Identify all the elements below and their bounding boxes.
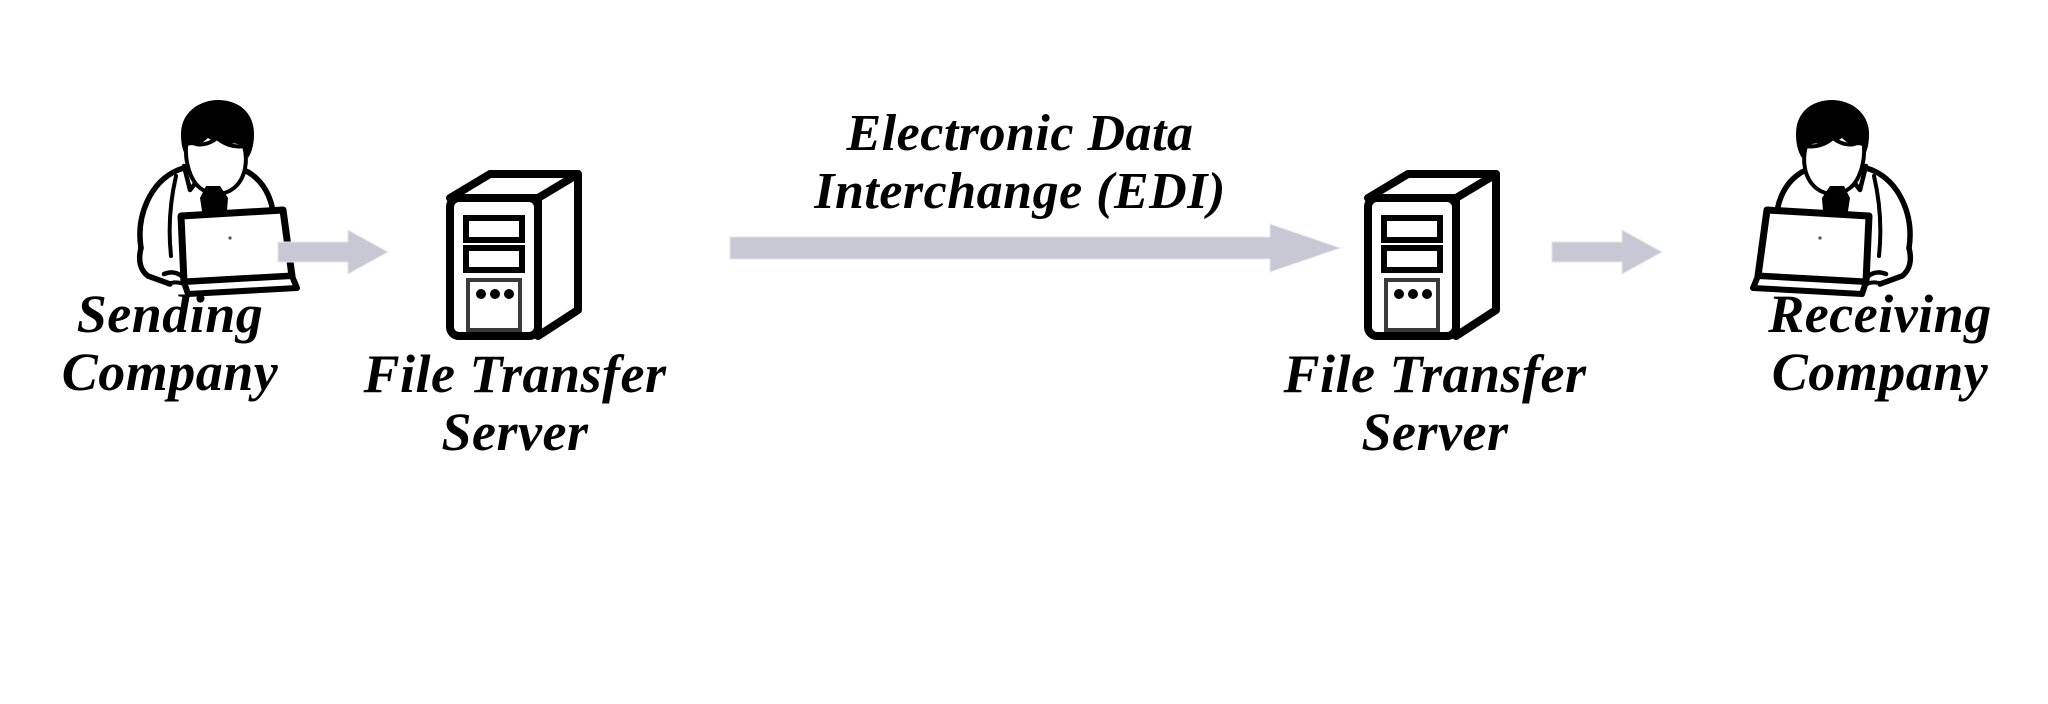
- person-at-laptop-icon: [1750, 100, 1914, 297]
- screen-dot: [1818, 236, 1822, 240]
- laptop-screen: [177, 206, 296, 286]
- laptop-base: [181, 273, 300, 297]
- file-transfer-server-right-icon: [1348, 160, 1518, 340]
- file-transfer-server-left-icon: [430, 160, 600, 340]
- right-arrow-icon: [1551, 229, 1664, 275]
- server-led-panel: [1384, 278, 1440, 332]
- file-transfer-server-right-label: File Transfer Server: [1283, 344, 1587, 463]
- screen-dot: [228, 236, 232, 240]
- server-led-panel: [466, 278, 522, 332]
- file-transfer-server-left-label: File Transfer Server: [363, 344, 667, 463]
- laptop-base: [1750, 273, 1869, 297]
- server-drive-bay-1: [463, 215, 525, 243]
- server-led-1: [476, 289, 486, 299]
- server-drive-bay-2: [1381, 245, 1443, 273]
- server-led-2: [490, 289, 500, 299]
- server-drive-bay-1: [1381, 215, 1443, 243]
- server-tower-icon: [1364, 170, 1500, 340]
- right-arrow-icon: [729, 223, 1342, 273]
- arrow-edi-transfer: [729, 222, 1342, 274]
- edi-flow-title: Electronic Data Interchange (EDI): [814, 105, 1226, 221]
- right-arrow-icon: [277, 229, 390, 275]
- face-shape: [183, 135, 248, 196]
- person-at-laptop-icon: [136, 100, 300, 297]
- arrow-sending-to-server: [277, 228, 390, 276]
- receiving-company-label: Receiving Company: [1768, 284, 1992, 403]
- sending-company-label: Sending Company: [61, 284, 279, 403]
- laptop-screen: [1754, 206, 1873, 286]
- arrow-server-to-receiving: [1551, 228, 1664, 276]
- server-led-2: [1408, 289, 1418, 299]
- server-drive-bay-2: [463, 245, 525, 273]
- server-led-3: [504, 289, 514, 299]
- server-led-1: [1394, 289, 1404, 299]
- server-led-3: [1422, 289, 1432, 299]
- face-shape: [1802, 135, 1867, 196]
- sending-company-icon: [78, 98, 308, 298]
- server-tower-icon: [446, 170, 582, 340]
- receiving-company-icon: [1742, 98, 1972, 298]
